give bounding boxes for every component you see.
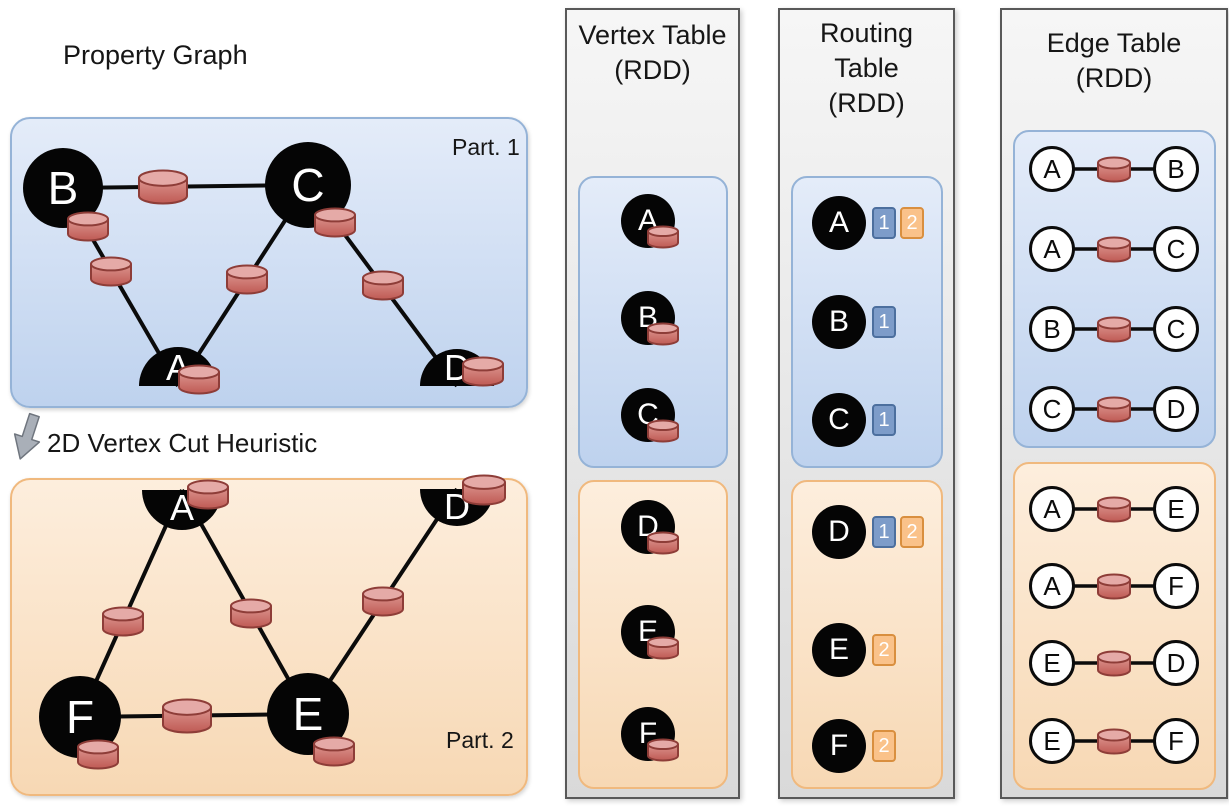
partition1-label: Part. 1 xyxy=(452,134,520,160)
vertex-property-cylinder-icon xyxy=(178,364,220,394)
vertex-property-cylinder-icon xyxy=(67,211,109,241)
routing-table-title-line3: (RDD) xyxy=(828,88,905,118)
edge-endpoint-A: A xyxy=(1029,486,1075,532)
routing-table-vertex-C: C xyxy=(812,393,866,447)
edge-endpoint-A: A xyxy=(1029,563,1075,609)
routing-table-vertex-F: F xyxy=(812,719,866,773)
partition-badge-2: 2 xyxy=(900,516,924,548)
vertex-property-cylinder-icon xyxy=(462,356,504,386)
edge-endpoint-C: C xyxy=(1153,306,1199,352)
partition-badge-1: 1 xyxy=(872,404,896,436)
routing-table-vertex-D: D xyxy=(812,505,866,559)
edge-table-title-line2: (RDD) xyxy=(1075,63,1153,93)
edge-property-cylinder-icon xyxy=(1097,236,1131,262)
edge-endpoint-E: E xyxy=(1029,640,1075,686)
edge-property-cylinder-icon xyxy=(1097,650,1131,676)
vertex-property-cylinder-icon xyxy=(314,207,356,237)
partition-badge-2: 2 xyxy=(872,730,896,762)
edge-endpoint-C: C xyxy=(1029,386,1075,432)
vertex-table-title-line1: Vertex Table xyxy=(578,20,727,50)
vertex-property-cylinder-icon xyxy=(647,636,679,660)
edge-property-cylinder-icon xyxy=(1097,573,1131,599)
edge-property-cylinder-icon xyxy=(90,256,133,287)
routing-table-title-line1: Routing xyxy=(819,18,914,48)
edge-property-cylinder-icon xyxy=(162,698,213,734)
edge-property-cylinder-icon xyxy=(361,270,404,301)
edge-endpoint-B: B xyxy=(1029,306,1075,352)
partition-badge-2: 2 xyxy=(872,634,896,666)
edge-endpoint-F: F xyxy=(1153,563,1199,609)
edge-property-cylinder-icon xyxy=(230,598,273,629)
partition-badge-1: 1 xyxy=(872,516,896,548)
heuristic-label: 2D Vertex Cut Heuristic xyxy=(47,428,318,458)
edge-endpoint-D: D xyxy=(1153,386,1199,432)
edge-endpoint-C: C xyxy=(1153,226,1199,272)
down-arrow-icon xyxy=(13,412,41,460)
edge-property-cylinder-icon xyxy=(1097,728,1131,754)
edge-property-cylinder-icon xyxy=(1097,396,1131,422)
vertex-property-cylinder-icon xyxy=(647,738,679,762)
partition-badge-1: 1 xyxy=(872,207,896,239)
edge-property-cylinder-icon xyxy=(138,169,189,205)
vertex-table-title-line2: (RDD) xyxy=(614,55,691,85)
vertex-property-cylinder-icon xyxy=(647,531,679,555)
edge-table-title-line1: Edge Table xyxy=(1046,28,1182,58)
edge-property-cylinder-icon xyxy=(1097,496,1131,522)
routing-table-title-line2: Table xyxy=(834,53,899,83)
vertex-property-cylinder-icon xyxy=(647,419,679,443)
edge-property-cylinder-icon xyxy=(225,264,268,295)
edge-endpoint-E: E xyxy=(1029,718,1075,764)
edge-property-cylinder-icon xyxy=(101,606,144,637)
routing-table-vertex-A: A xyxy=(812,196,866,250)
edge-property-cylinder-icon xyxy=(1097,156,1131,182)
edge-endpoint-E: E xyxy=(1153,486,1199,532)
routing-table-title: Routing Table (RDD) xyxy=(778,16,955,121)
routing-table-vertex-E: E xyxy=(812,623,866,677)
edge-table-title: Edge Table (RDD) xyxy=(1000,26,1228,96)
edge-endpoint-F: F xyxy=(1153,718,1199,764)
vertex-property-cylinder-icon xyxy=(647,225,679,249)
edge-endpoint-A: A xyxy=(1029,146,1075,192)
property-graph-title: Property Graph xyxy=(63,40,248,70)
edge-property-cylinder-icon xyxy=(1097,316,1131,342)
partition-badge-1: 1 xyxy=(872,306,896,338)
edge-endpoint-A: A xyxy=(1029,226,1075,272)
partition2-label: Part. 2 xyxy=(446,727,514,753)
vertex-property-cylinder-icon xyxy=(313,736,355,766)
vertex-property-cylinder-icon xyxy=(77,739,119,769)
edge-endpoint-D: D xyxy=(1153,640,1199,686)
vertex-property-cylinder-icon xyxy=(462,474,506,506)
partition-badge-2: 2 xyxy=(900,207,924,239)
vertex-property-cylinder-icon xyxy=(647,322,679,346)
edge-property-cylinder-icon xyxy=(361,586,404,617)
edge-endpoint-B: B xyxy=(1153,146,1199,192)
vertex-property-cylinder-icon xyxy=(187,479,229,509)
routing-table-vertex-B: B xyxy=(812,295,866,349)
vertex-table-title: Vertex Table (RDD) xyxy=(565,18,740,88)
